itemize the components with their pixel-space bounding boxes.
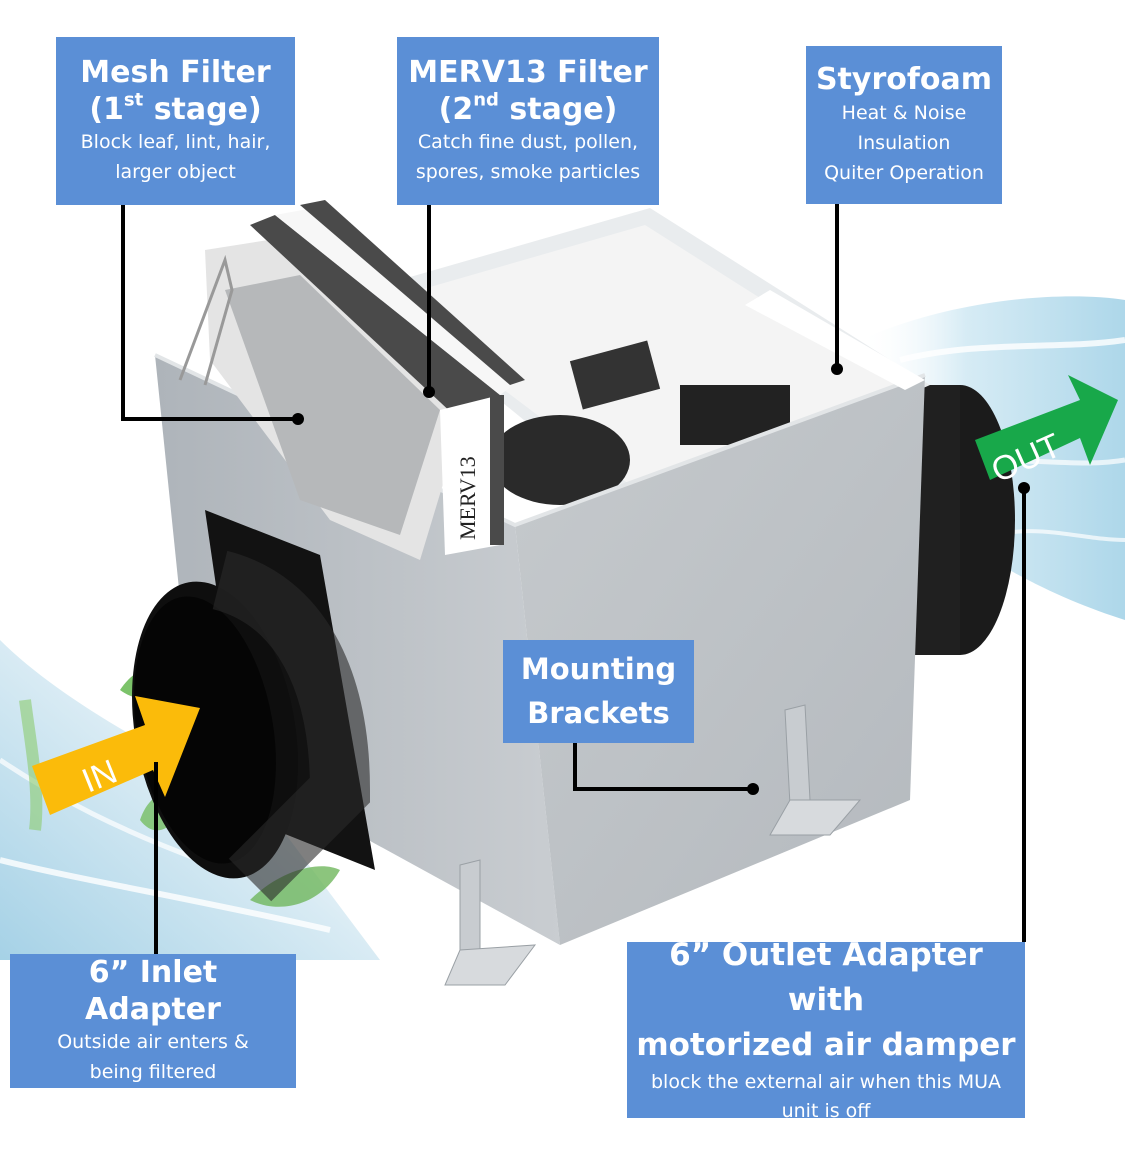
styrofoam-leader xyxy=(835,204,839,367)
styrofoam-description: Heat & Noise Insulation Quiter Operation xyxy=(824,98,984,188)
mounting-brackets-title: Mounting Brackets xyxy=(521,648,676,735)
mounting-brackets xyxy=(444,704,862,986)
merv13-filter-title: MERV13 Filter (2nd stage) xyxy=(408,55,647,128)
outlet-title-line1: 6” Outlet Adapter with xyxy=(669,937,983,1019)
merv13-desc-line2: spores, smoke particles xyxy=(415,160,641,183)
outlet-desc-line1: block the external air when this MUA xyxy=(650,1070,1002,1093)
mounting-leader-horizontal xyxy=(573,787,753,791)
callout-mounting-brackets: Mounting Brackets xyxy=(503,640,694,743)
mounting-title-line2: Brackets xyxy=(527,695,670,730)
mesh-filter-leader-horizontal xyxy=(121,417,298,421)
mesh-filter-leader-dot xyxy=(292,413,304,425)
merv13-stage-prefix: (2 xyxy=(438,91,474,127)
mounting-title-line1: Mounting xyxy=(520,652,677,686)
merv13-desc-line1: Catch fine dust, pollen, xyxy=(417,131,639,154)
outlet-adapter-description: block the external air when this MUA uni… xyxy=(651,1068,1001,1127)
merv13-leader-dot xyxy=(423,386,435,398)
mesh-filter-description: Block leaf, lint, hair, larger object xyxy=(81,128,271,187)
inlet-leader xyxy=(154,762,158,954)
callout-inlet-adapter: 6” Inlet Adapter Outside air enters & be… xyxy=(10,954,296,1088)
mounting-leader-dot xyxy=(747,783,759,795)
outlet-title-line2: motorized air damper xyxy=(636,1027,1016,1064)
callout-styrofoam: Styrofoam Heat & Noise Insulation Quiter… xyxy=(806,46,1002,204)
mesh-filter-title-line2: (1st stage) xyxy=(80,89,270,129)
inlet-adapter-title: 6” Inlet Adapter xyxy=(85,954,221,1027)
mesh-filter-desc-line2: larger object xyxy=(115,160,236,183)
inlet-duct xyxy=(132,510,375,902)
mesh-filter-title-line1: Mesh Filter xyxy=(80,54,271,90)
mounting-leader-vertical xyxy=(573,743,577,790)
callout-merv13-filter: MERV13 Filter (2nd stage) Catch fine dus… xyxy=(397,37,659,205)
styrofoam-leader-dot xyxy=(831,363,843,375)
styrofoam-desc-line3: Quiter Operation xyxy=(824,162,984,185)
mesh-filter-title: Mesh Filter (1st stage) xyxy=(80,55,270,128)
merv13-filter-description: Catch fine dust, pollen, spores, smoke p… xyxy=(416,128,640,187)
mesh-filter-stage-prefix: (1 xyxy=(89,91,124,127)
callout-outlet-adapter: 6” Outlet Adapter with motorized air dam… xyxy=(627,937,1025,1122)
mesh-filter-leader-vertical xyxy=(121,205,125,421)
mesh-filter-stage-suffix: stage) xyxy=(143,91,262,127)
merv13-leader xyxy=(427,205,431,395)
inlet-desc-line2: being filtered xyxy=(89,1060,217,1083)
styrofoam-desc-line2: Insulation xyxy=(857,132,951,155)
mesh-filter-stage-sup: st xyxy=(123,89,144,111)
mesh-filter-desc-line1: Block leaf, lint, hair, xyxy=(80,131,271,154)
outlet-adapter-title: 6” Outlet Adapter with motorized air dam… xyxy=(635,933,1017,1068)
styrofoam-title: Styrofoam xyxy=(815,61,993,97)
callout-mesh-filter: Mesh Filter (1st stage) Block leaf, lint… xyxy=(56,37,295,205)
inlet-desc-line1: Outside air enters & xyxy=(57,1031,249,1054)
outlet-leader xyxy=(1022,490,1026,942)
filters: MERV13 xyxy=(178,200,525,560)
outlet-leader-dot xyxy=(1018,482,1030,494)
merv13-marking: MERV13 xyxy=(455,456,480,540)
merv13-stage-suffix: stage) xyxy=(498,91,618,127)
merv13-filter-title-line2: (2nd stage) xyxy=(408,89,647,129)
styrofoam-desc-line1: Heat & Noise xyxy=(841,102,967,125)
outlet-desc-line2: unit is off xyxy=(781,1100,871,1123)
merv13-filter-title-line1: MERV13 Filter xyxy=(408,54,648,90)
merv13-stage-sup: nd xyxy=(473,89,499,111)
inlet-adapter-description: Outside air enters & being filtered xyxy=(57,1028,249,1087)
